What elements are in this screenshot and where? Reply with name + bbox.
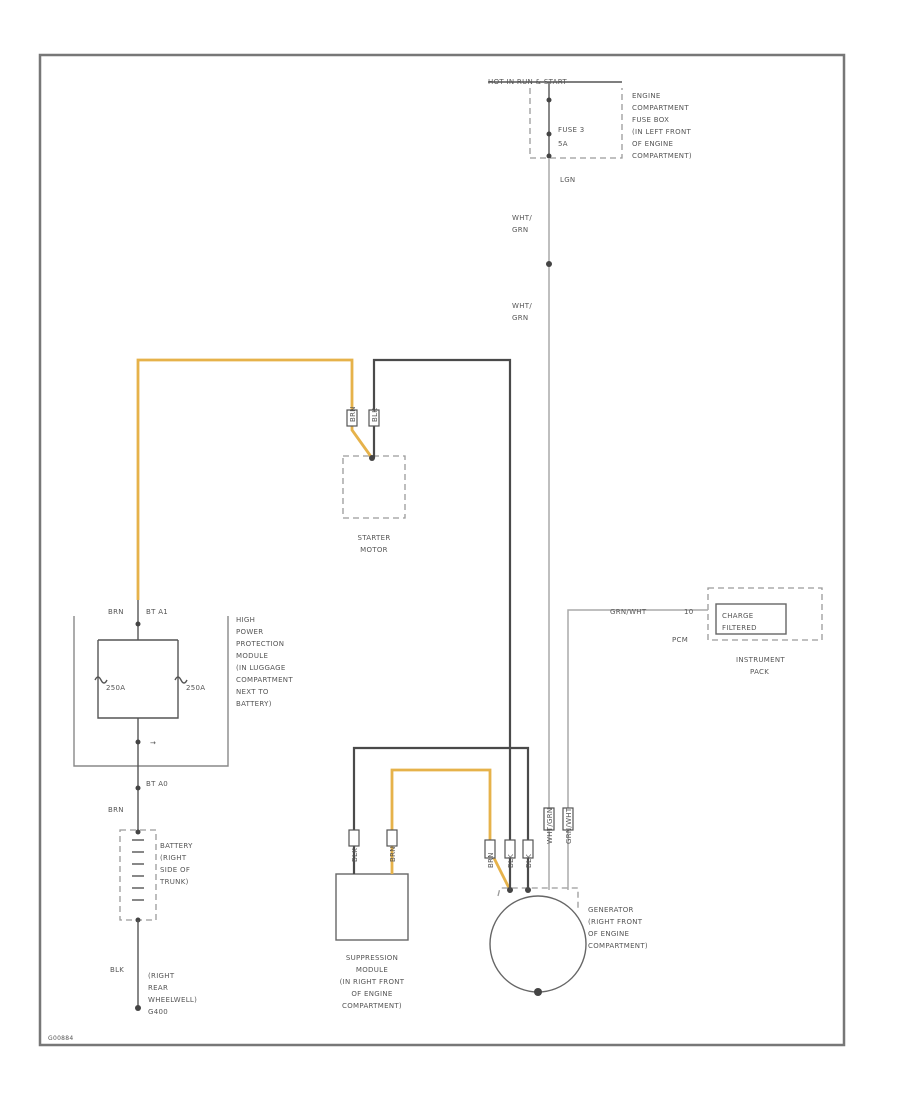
figure-id: G00884 [48, 1035, 74, 1042]
hppm-label-6: COMPARTMENT [236, 676, 293, 684]
bt-a0-label: BT A0 [146, 780, 168, 788]
battery-label-3: SIDE OF [160, 866, 190, 874]
module-outline [73, 616, 229, 767]
gen-label-2: (RIGHT FRONT [588, 918, 643, 926]
starter-label-2: MOTOR [360, 546, 388, 554]
wht-grn-label-1a: WHT/ [512, 214, 532, 222]
fuse-box-label-1: ENGINE [632, 92, 661, 100]
instrument-label-1: INSTRUMENT [736, 656, 785, 664]
instrument-label-2: PACK [750, 668, 769, 676]
hppm-label-4: MODULE [236, 652, 268, 660]
generator-symbol [489, 895, 587, 993]
wht-grn-label-2a: WHT/ [512, 302, 532, 310]
starter-motor: STARTER MOTOR BRN BLK [136, 358, 512, 870]
gen-blk-label-1: BLK [507, 854, 515, 868]
suppression-module: BLK BRN SUPPRESSION MODULE (IN RIGHT FRO… [335, 746, 530, 1010]
brn-bottom-label: BRN [108, 806, 124, 814]
battery-label-2: (RIGHT [160, 854, 187, 862]
hppm-label-5: (IN LUGGAGE [236, 664, 286, 672]
ground-label-3: WHEELWELL) [148, 996, 197, 1004]
instrument-pack: CHARGE FILTERED PCM INSTRUMENT PACK GRN/… [567, 587, 823, 870]
supp-label-3: (IN RIGHT FRONT [340, 978, 405, 986]
charge-label-2: FILTERED [722, 624, 757, 632]
fuse-box-label-2: COMPARTMENT [632, 104, 689, 112]
wht-grn-label-1b: GRN [512, 226, 528, 234]
hppm-label-1: HIGH [236, 616, 255, 624]
battery: BRN BATTERY (RIGHT SIDE OF TRUNK) BLK (R… [108, 806, 197, 1016]
ground-label-4: G400 [148, 1008, 168, 1016]
supp-brn-label: BRN [389, 846, 397, 862]
hppm-label-7: NEXT TO [236, 688, 269, 696]
grn-wht-label: GRN/WHT [610, 608, 647, 616]
generator: BRN BLK BLK WHT/GRN GRN/WHT GENERATOR (R… [484, 807, 648, 996]
supp-label-4: OF ENGINE [351, 990, 392, 998]
battery-label-4: TRUNK) [159, 878, 189, 886]
fuse-5a-label: 5A [558, 140, 568, 148]
high-power-protection-module: BRN BT A1 250A 250A → HIGH POWER PROTECT… [73, 600, 293, 830]
gen-label-4: COMPARTMENT) [588, 942, 648, 950]
brn-top-label: BRN [108, 608, 124, 616]
gen-brn-label-1: BRN [487, 852, 495, 868]
wht-grn-label-2b: GRN [512, 314, 528, 322]
bt-a1-label: BT A1 [146, 608, 168, 616]
engine-compartment-fuse-box: HOT IN RUN & START FUSE 3 5A ENGINE COMP… [488, 78, 692, 184]
hppm-label-2: POWER [236, 628, 263, 636]
fuse-box-label-5: OF ENGINE [632, 140, 673, 148]
starter-brn-label: BRN [349, 406, 357, 422]
fuse-box-label-3: FUSE BOX [632, 116, 669, 124]
hppm-label-3: PROTECTION [236, 640, 284, 648]
fuse-3-label: FUSE 3 [558, 126, 585, 134]
fuse-250a-right: 250A [186, 684, 205, 692]
starter-label-1: STARTER [358, 534, 391, 542]
battery-label-1: BATTERY [160, 842, 193, 850]
starter-blk-label: BLK [371, 408, 379, 422]
blk-label: BLK [110, 966, 124, 974]
charge-label-1: CHARGE [722, 612, 753, 620]
fuse-box-label-4: (IN LEFT FRONT [632, 128, 692, 136]
gen-label-1: GENERATOR [588, 906, 634, 914]
diagram-frame [38, 53, 846, 1047]
arrow-mark: → [150, 739, 156, 747]
ground-label-2: REAR [148, 984, 168, 992]
gen-label-3: OF ENGINE [588, 930, 629, 938]
pcm-label: PCM [672, 636, 688, 644]
wht-grn-feed-wire: WHT/ GRN WHT/ GRN [512, 158, 552, 870]
supp-label-2: MODULE [356, 966, 388, 974]
gen-wht-grn-label: WHT/GRN [546, 808, 554, 844]
fuse-box-label-6: COMPARTMENT) [632, 152, 692, 160]
lgn-label: LGN [560, 176, 575, 184]
pin-10-label: 10 [684, 608, 694, 616]
hppm-label-8: BATTERY) [236, 700, 272, 708]
fuse-250a-left: 250A [106, 684, 125, 692]
gen-blk-label-2: BLK [525, 854, 533, 868]
supp-blk-label: BLK [351, 848, 359, 862]
supp-label-5: COMPARTMENT) [342, 1002, 402, 1010]
gen-grn-wht-label: GRN/WHT [565, 807, 573, 844]
supp-label-1: SUPPRESSION [346, 954, 398, 962]
ground-label-1: (RIGHT [148, 972, 175, 980]
